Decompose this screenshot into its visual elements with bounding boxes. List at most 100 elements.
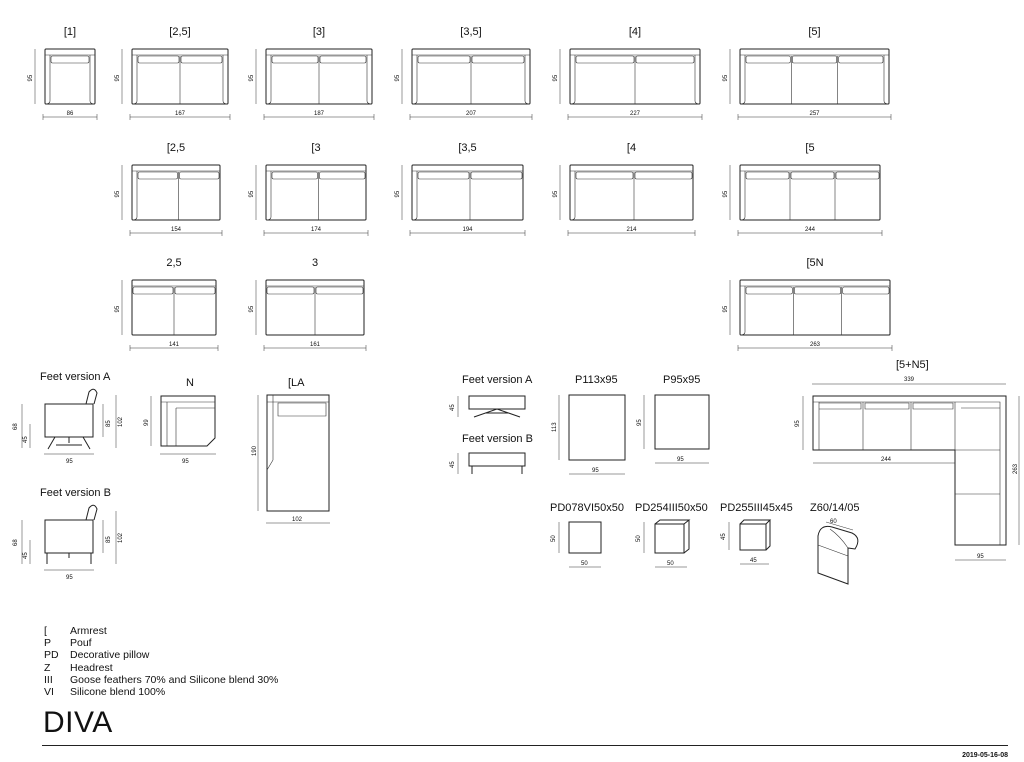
width-dim: 154 <box>171 227 182 233</box>
feet-b-body <box>44 519 94 554</box>
back-cushion <box>180 55 223 64</box>
back-cushion <box>417 171 470 180</box>
back-cushion <box>319 55 367 64</box>
depth-dim: 95 <box>553 190 559 197</box>
sofa-outline <box>131 164 221 221</box>
corner-sofa-dim-244: 244 <box>881 457 892 463</box>
pouf-square-drawing: P95x95 95 95 <box>637 374 710 464</box>
armrest-left <box>265 55 272 105</box>
armrest-left <box>739 286 746 336</box>
legend-code: VI <box>44 686 54 699</box>
pouf-feet-a-body <box>468 395 526 410</box>
pillow-1-drawing: PD078VI50x50 50 50 <box>550 502 624 568</box>
pillow-3-label: PD255III45x45 <box>720 502 793 514</box>
feet-a-body <box>44 403 94 438</box>
sofa-outline <box>411 164 524 221</box>
pillow-1-body <box>568 521 602 554</box>
sofa-label: [4] <box>629 26 641 38</box>
pillow-3-body <box>739 519 772 551</box>
corner-sofa-dim-263: 263 <box>1013 463 1019 474</box>
back-cushion <box>50 55 90 64</box>
back-cushion <box>271 171 318 180</box>
feet-b-dim-95: 95 <box>66 575 73 581</box>
back-cushion <box>575 55 635 64</box>
pouf-feet-drawings: Feet version A 45 Feet version B 45 <box>450 374 533 474</box>
sofa-outline <box>265 164 367 221</box>
feet-a-dim-102: 102 <box>118 416 124 427</box>
back-cushion <box>319 171 366 180</box>
back-cushion <box>179 171 220 180</box>
headrest-body <box>817 525 859 585</box>
pouf-feet-b-label: Feet version B <box>462 433 533 445</box>
depth-dim: 95 <box>28 74 34 81</box>
feet-a-dim-85: 85 <box>106 420 112 427</box>
back-cushion <box>794 286 841 295</box>
legend-text: Goose feathers 70% and Silicone blend 30… <box>70 673 279 686</box>
armrest-left <box>739 171 746 221</box>
depth-dim: 95 <box>115 305 121 312</box>
pouf-feet-b-body <box>468 452 526 467</box>
armrest-left <box>739 55 746 105</box>
corner-sofa-label: [5+N5] <box>896 359 929 371</box>
headrest-details <box>817 528 849 557</box>
legend-text: Decorative pillow <box>70 649 150 662</box>
headrest-dim-line <box>825 521 854 531</box>
legend-code: [ <box>44 625 47 637</box>
width-dim: 207 <box>466 111 477 117</box>
sofa-outline <box>44 48 96 105</box>
feet-b-dim-102: 102 <box>118 532 124 543</box>
legend-row: [Armrest <box>44 625 278 637</box>
pillow-1-dim-v: 50 <box>551 535 557 542</box>
sofa-label: [5] <box>808 26 820 38</box>
pouf-large-dim-113: 113 <box>552 422 558 432</box>
sofa-outline <box>569 164 694 221</box>
armrest-right <box>222 55 229 105</box>
back-cushion <box>137 171 178 180</box>
back-cushion <box>634 171 693 180</box>
pillow-1-label: PD078VI50x50 <box>550 502 624 514</box>
back-cushion <box>745 171 790 180</box>
sofa-label: [3 <box>311 142 320 154</box>
width-dim: 141 <box>169 342 180 348</box>
chaise-label: [LA <box>288 377 305 389</box>
corner-sofa-dim-95v: 95 <box>795 420 801 427</box>
corner-sofa-dim-339: 339 <box>904 377 915 383</box>
corner-n-drawing: N 99 95 <box>144 377 216 465</box>
armrest-left <box>131 171 138 221</box>
sofa-label: [2,5 <box>167 142 185 154</box>
feet-b-dim-45: 45 <box>23 552 29 559</box>
footer-rule <box>42 745 1008 746</box>
headrest-label: Z60/14/05 <box>810 502 860 514</box>
chaise-dim-102: 102 <box>292 517 303 523</box>
back-cushion <box>745 286 793 295</box>
sofa-label: [2,5] <box>169 26 190 38</box>
sofa-label: [3] <box>313 26 325 38</box>
back-cushion <box>137 55 180 64</box>
armrest-left <box>569 171 576 221</box>
width-dim: 257 <box>809 111 820 117</box>
width-dim: 214 <box>626 227 637 233</box>
pouf-feet-a-legs <box>473 408 521 418</box>
depth-dim: 95 <box>395 74 401 81</box>
depth-dim: 95 <box>115 190 121 197</box>
sofa-modules: [1]9586[2,5]95167[3]95187[3,5]95207[4]95… <box>28 26 893 351</box>
back-cushion <box>790 171 835 180</box>
chaise-dim-190: 190 <box>252 445 258 456</box>
sofa-outline <box>739 48 890 105</box>
pouf-feet-a-label: Feet version A <box>462 374 533 386</box>
pillow-1-dim-h: 50 <box>581 561 588 567</box>
pillow-2-dim-v: 50 <box>636 535 642 542</box>
headrest-drawing: Z60/14/05 60 <box>810 502 860 585</box>
depth-dim: 95 <box>723 190 729 197</box>
depth-dim: 95 <box>553 74 559 81</box>
